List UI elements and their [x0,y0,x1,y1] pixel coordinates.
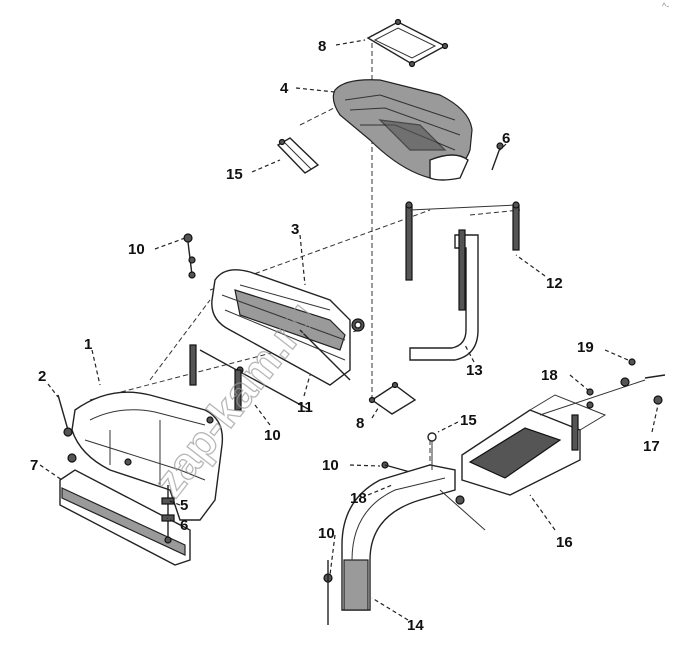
corner-mark: ^- [662,1,669,11]
callout-10-lower: 10 [322,457,339,474]
part-11-bar [189,344,311,411]
part-17-18-19-fasteners [586,358,666,409]
callout-6-upper: 6 [502,130,510,147]
part-7-rail [59,453,191,566]
part-2-bolt [57,394,73,437]
part-15-bracket-lower [427,432,437,470]
callout-15-upper: 15 [226,166,243,183]
callout-14: 14 [407,617,424,634]
callout-7: 7 [30,457,38,474]
callout-2: 2 [38,368,46,385]
part-8-plate-lower [368,381,417,415]
part-15-bracket-upper [276,137,320,174]
part-4-cover [332,79,473,181]
callout-17: 17 [643,438,660,455]
callout-18-right: 18 [541,367,558,384]
callout-6-lower: 6 [180,517,188,534]
callout-10-middle: 10 [264,427,281,444]
callout-5: 5 [180,497,188,514]
callout-18-lower: 18 [350,490,367,507]
leader-lines [39,39,659,621]
part-1-frame [71,391,224,521]
callout-15-lower: 15 [460,412,477,429]
callout-13: 13 [466,362,483,379]
part-3-crossmember [211,269,365,386]
callout-3: 3 [291,221,299,238]
part-14-leg [341,464,486,611]
part-5-6-fasteners [161,485,175,544]
callout-labels: 8 4 15 6 10 3 12 13 1 2 7 11 10 8 15 10 … [30,38,660,634]
callout-11: 11 [297,399,313,416]
part-8-plate-top [366,18,449,68]
callout-8-lower: 8 [356,415,364,432]
callout-8-top: 8 [318,38,326,55]
callout-12: 12 [546,275,563,292]
callout-16: 16 [556,534,573,551]
callout-4: 4 [280,80,289,97]
part-12-bracket [405,201,520,281]
callout-10-upper: 10 [128,241,145,258]
callout-10-bottom: 10 [318,525,335,542]
part-6-bolt-upper [491,142,504,171]
callout-19: 19 [577,339,594,356]
part-16-mount [461,379,646,496]
part-13-support [409,229,479,361]
callout-1: 1 [84,336,92,353]
